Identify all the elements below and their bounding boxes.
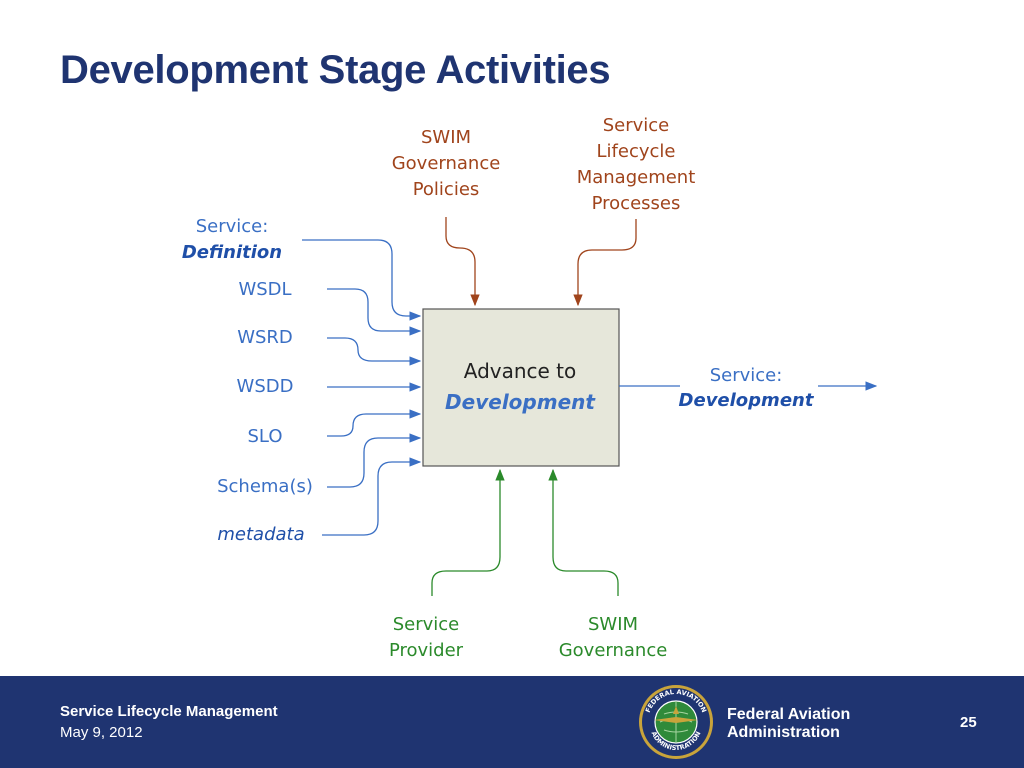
svg-text:Management: Management [577, 167, 696, 188]
idef0-diagram: Advance to Development SWIM Governance P… [182, 115, 878, 661]
input-wsdd: WSDD [237, 376, 422, 397]
footer-date: May 9, 2012 [60, 724, 143, 741]
svg-text:SLO: SLO [248, 426, 283, 447]
svg-text:Processes: Processes [592, 193, 681, 214]
svg-text:metadata: metadata [217, 524, 304, 545]
svg-text:Governance: Governance [392, 153, 501, 174]
control-arrow-1 [445, 217, 480, 307]
control-service-lifecycle-processes: Service Lifecycle Management Processes [573, 115, 696, 307]
footer-bar: Service Lifecycle Management May 9, 2012… [0, 676, 1024, 768]
svg-text:WSDD: WSDD [237, 376, 294, 397]
svg-text:SWIM: SWIM [588, 614, 638, 635]
svg-text:Service:: Service: [710, 365, 783, 386]
input-wsrd: WSRD [237, 327, 422, 366]
page-number: 25 [960, 714, 977, 731]
input-wsdl: WSDL [238, 279, 422, 336]
input-service-definition: Service: Definition [182, 216, 422, 321]
svg-text:WSRD: WSRD [237, 327, 293, 348]
svg-text:SWIM: SWIM [421, 127, 471, 148]
svg-text:Lifecycle: Lifecycle [597, 141, 676, 162]
svg-text:Development: Development [679, 390, 815, 411]
process-box [422, 308, 620, 467]
mechanism-service-provider: Service Provider [389, 468, 505, 661]
svg-text:Service: Service [603, 115, 670, 136]
input-arrow-definition [302, 239, 422, 321]
svg-text:WSDL: WSDL [238, 279, 291, 300]
process-label-line1: Advance to [464, 359, 577, 383]
output-service-development: Service: Development [619, 365, 878, 411]
control-swim-governance-policies: SWIM Governance Policies [392, 127, 501, 307]
svg-text:Provider: Provider [389, 640, 464, 661]
input-slo: SLO [248, 409, 422, 447]
process-label-line2: Development [445, 390, 596, 414]
slide-title: Development Stage Activities [60, 48, 611, 92]
svg-text:Service:: Service: [196, 216, 269, 237]
svg-text:Policies: Policies [413, 179, 480, 200]
svg-text:Schema(s): Schema(s) [217, 476, 313, 497]
input-metadata: metadata [217, 457, 422, 545]
svg-text:Definition: Definition [182, 242, 282, 263]
input-schemas: Schema(s) [217, 433, 422, 497]
footer-title: Service Lifecycle Management [60, 703, 278, 720]
svg-text:Service: Service [393, 614, 460, 635]
faa-seal-icon: FEDERAL AVIATION ADMINISTRATION [639, 685, 713, 759]
control-arrow-2 [573, 219, 637, 307]
mechanism-swim-governance: SWIM Governance [548, 468, 668, 661]
agency-name: Federal Aviation Administration [727, 706, 851, 741]
svg-text:Governance: Governance [559, 640, 668, 661]
